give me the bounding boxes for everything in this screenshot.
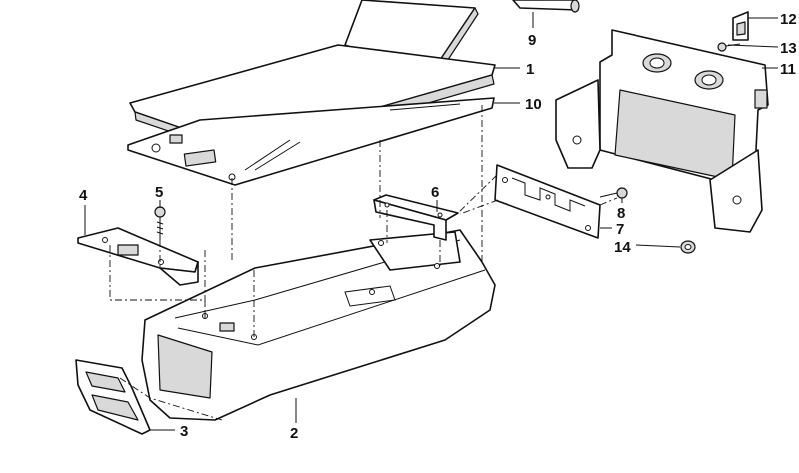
callout-9: 9: [528, 32, 536, 49]
part-2-console-housing: [141, 229, 496, 421]
part-9-rod: [512, 0, 580, 13]
part-12-clip: [732, 11, 749, 41]
part-10-base-plate: [127, 97, 495, 186]
assembly-lines: [109, 105, 618, 421]
part-13-screw: [717, 42, 741, 52]
callout-4: 4: [79, 187, 88, 204]
callout-7: 7: [616, 221, 624, 238]
part-8-screw: [599, 187, 628, 199]
callout-14: 14: [614, 239, 631, 256]
callout-5: 5: [155, 184, 163, 201]
callout-3: 3: [180, 423, 188, 440]
callout-10: 10: [525, 96, 542, 113]
part-5-screw: [154, 206, 166, 240]
callout-13: 13: [780, 40, 797, 57]
part-4-bracket: [77, 227, 199, 286]
callout-11: 11: [780, 61, 796, 78]
callout-labels: 1 2 3 4 5 6 7 8 9 10 11 12 13 14: [79, 11, 797, 442]
callout-8: 8: [617, 205, 625, 222]
part-7-hinge-plate: [494, 164, 601, 239]
part-6-hinge-bracket: [373, 194, 459, 241]
callout-6: 6: [431, 184, 439, 201]
callout-1: 1: [526, 61, 534, 78]
callout-leaders: [84, 12, 779, 431]
part-14-nut: [680, 240, 696, 254]
callout-12: 12: [780, 11, 797, 28]
callout-2: 2: [290, 425, 298, 442]
part-3-front-bezel: [75, 359, 151, 435]
part-11-mounting-frame: [555, 29, 769, 233]
